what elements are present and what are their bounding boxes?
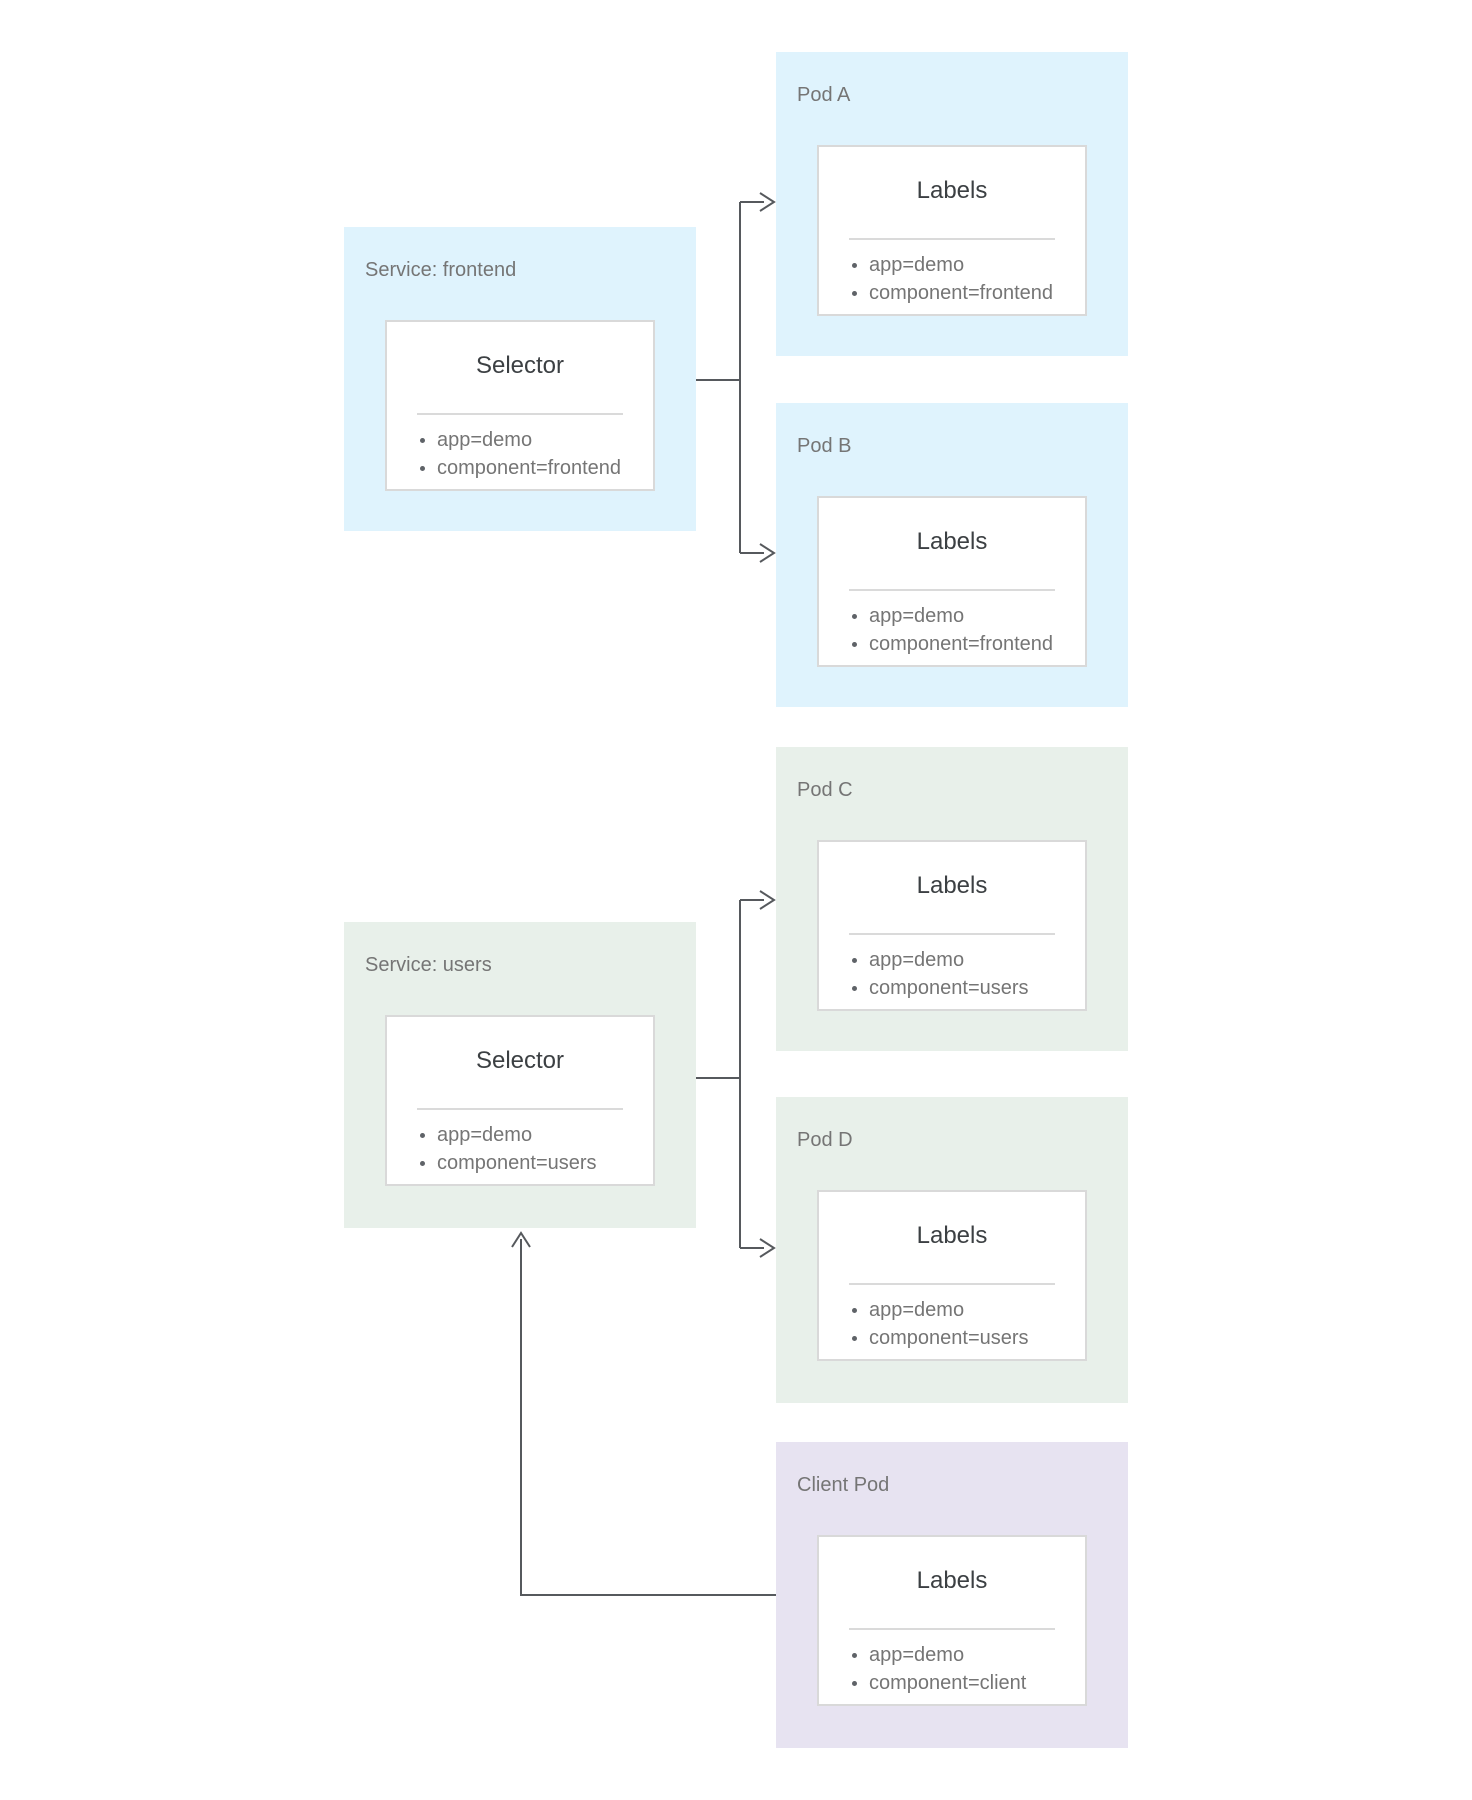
label-item: app=demo: [869, 602, 1085, 630]
label-item: component=users: [869, 974, 1085, 1002]
divider: [417, 1108, 623, 1110]
card-title: Labels: [916, 177, 988, 204]
labels-list: app=demo component=users: [819, 946, 1085, 1002]
node-service-users: Service: users Selector app=demo compone…: [344, 922, 696, 1228]
node-title: Pod A: [797, 84, 851, 106]
node-pod-c: Pod C Labels app=demo component=users: [776, 747, 1128, 1051]
label-item: app=demo: [869, 1641, 1085, 1669]
card-title: Labels: [916, 872, 988, 899]
label-item: component=client: [869, 1669, 1085, 1697]
node-pod-b: Pod B Labels app=demo component=frontend: [776, 403, 1128, 707]
divider: [849, 1628, 1055, 1630]
connector-client-pod-to-users-service: [511, 1231, 776, 1596]
labels-card: Labels app=demo component=users: [817, 840, 1087, 1011]
node-title: Service: frontend: [365, 259, 517, 281]
connector-users-service-to-pods: [696, 890, 776, 1258]
selector-card: Selector app=demo component=users: [385, 1015, 655, 1186]
label-item: app=demo: [869, 946, 1085, 974]
label-item: app=demo: [869, 251, 1085, 279]
label-item: app=demo: [869, 1296, 1085, 1324]
node-title: Pod C: [797, 779, 853, 801]
labels-card: Labels app=demo component=users: [817, 1190, 1087, 1361]
selector-card: Selector app=demo component=frontend: [385, 320, 655, 491]
labels-card: Labels app=demo component=client: [817, 1535, 1087, 1706]
selector-list: app=demo component=users: [387, 1121, 653, 1177]
labels-list: app=demo component=frontend: [819, 251, 1085, 307]
node-title: Service: users: [365, 954, 492, 976]
labels-list: app=demo component=client: [819, 1641, 1085, 1697]
node-pod-a: Pod A Labels app=demo component=frontend: [776, 52, 1128, 356]
node-title: Pod D: [797, 1129, 853, 1151]
labels-card: Labels app=demo component=frontend: [817, 145, 1087, 316]
selector-item: component=users: [437, 1149, 653, 1177]
card-title: Selector: [475, 1047, 565, 1074]
selector-item: component=frontend: [437, 454, 653, 482]
label-item: component=frontend: [869, 630, 1085, 658]
connector-frontend-service-to-pods: [696, 192, 776, 563]
labels-list: app=demo component=frontend: [819, 602, 1085, 658]
labels-list: app=demo component=users: [819, 1296, 1085, 1352]
labels-card: Labels app=demo component=frontend: [817, 496, 1087, 667]
node-service-frontend: Service: frontend Selector app=demo comp…: [344, 227, 696, 531]
node-client-pod: Client Pod Labels app=demo component=cli…: [776, 1442, 1128, 1748]
divider: [849, 933, 1055, 935]
card-title: Selector: [475, 352, 565, 379]
divider: [417, 413, 623, 415]
card-title: Labels: [916, 1567, 988, 1594]
divider: [849, 589, 1055, 591]
node-title: Pod B: [797, 435, 852, 457]
card-title: Labels: [916, 528, 988, 555]
node-pod-d: Pod D Labels app=demo component=users: [776, 1097, 1128, 1403]
card-title: Labels: [916, 1222, 988, 1249]
divider: [849, 1283, 1055, 1285]
label-item: component=frontend: [869, 279, 1085, 307]
node-title: Client Pod: [797, 1474, 890, 1496]
selector-list: app=demo component=frontend: [387, 426, 653, 482]
label-item: component=users: [869, 1324, 1085, 1352]
divider: [849, 238, 1055, 240]
selector-item: app=demo: [437, 1121, 653, 1149]
selector-item: app=demo: [437, 426, 653, 454]
